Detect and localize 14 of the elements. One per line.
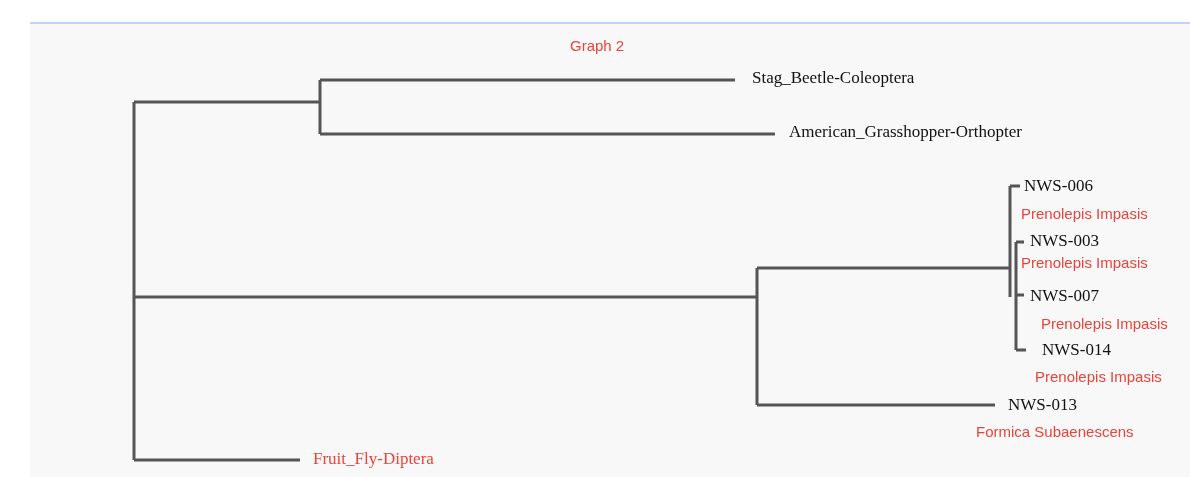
sample-label: NWS-006	[1024, 176, 1093, 196]
species-label: Formica Subaenescens	[976, 423, 1134, 441]
sample-label: NWS-007	[1030, 286, 1099, 306]
species-label: Prenolepis Impasis	[1021, 205, 1148, 223]
sample-label: NWS-003	[1030, 231, 1099, 251]
species-label: Prenolepis Impasis	[1035, 368, 1162, 386]
species-label: Prenolepis Impasis	[1041, 315, 1168, 333]
sample-label: NWS-013	[1008, 395, 1077, 415]
taxon-label: American_Grasshopper-Orthopter	[789, 122, 1022, 142]
species-label: Prenolepis Impasis	[1021, 254, 1148, 272]
taxon-label: Fruit_Fly-Diptera	[313, 449, 434, 469]
taxon-label: Stag_Beetle-Coleoptera	[752, 68, 915, 88]
sample-label: NWS-014	[1042, 340, 1111, 360]
chart-title: Graph 2	[570, 37, 625, 55]
